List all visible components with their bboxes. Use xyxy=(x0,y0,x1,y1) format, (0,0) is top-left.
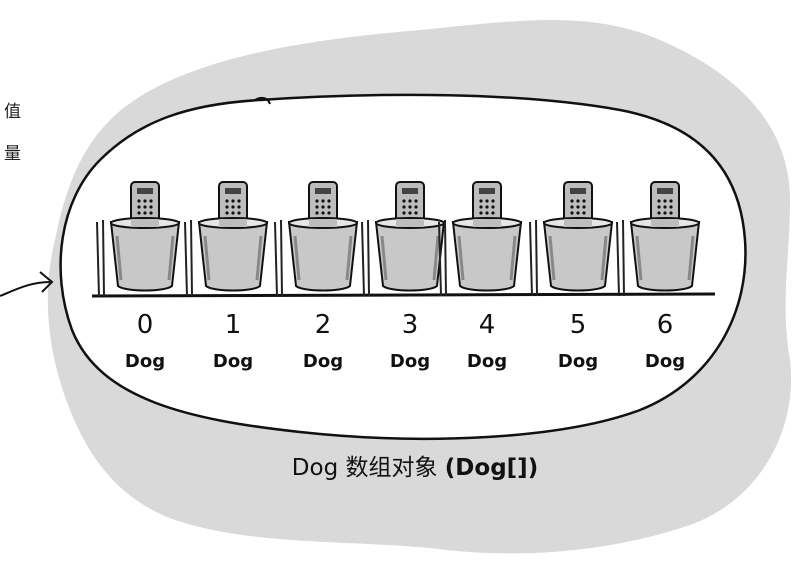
cup-icon xyxy=(109,221,181,292)
slot-divider xyxy=(361,219,370,297)
slot-index-label: 5 xyxy=(569,310,587,340)
cup-shading xyxy=(457,235,517,281)
remote-lower-part xyxy=(473,219,501,227)
cup-icon xyxy=(629,221,701,292)
slot-type-label: Dog xyxy=(644,351,686,372)
array-slot-6 xyxy=(616,181,701,297)
slot-type-label: Dog xyxy=(212,351,254,372)
slot-index-label: 0 xyxy=(136,310,154,340)
remote-lower-part xyxy=(219,219,247,227)
remote-lower-part xyxy=(309,219,337,227)
slot-type-label: Dog xyxy=(466,351,508,372)
oval-notch xyxy=(254,96,271,105)
diagram-caption: Dog 数组对象 (Dog[]) xyxy=(230,455,600,481)
cup-shading xyxy=(115,235,175,281)
cup-icon xyxy=(287,221,359,292)
caption-text: Dog 数组对象 xyxy=(291,455,445,481)
slot-type-label: Dog xyxy=(124,351,166,372)
slot-divider xyxy=(96,219,105,297)
remote-lower-part xyxy=(131,219,159,227)
slot-index-label: 1 xyxy=(224,310,242,340)
cup-icon xyxy=(542,221,614,292)
cup-icon xyxy=(197,221,269,292)
array-slot-0 xyxy=(96,181,181,297)
array-slot-2 xyxy=(274,181,359,297)
cup-shading xyxy=(293,235,353,281)
array-slot-5 xyxy=(529,181,614,297)
cup-icon xyxy=(374,221,446,292)
arrow-head xyxy=(39,271,54,293)
slot-divider xyxy=(184,219,193,297)
cup-shading xyxy=(380,235,440,281)
shelf-line xyxy=(91,292,716,298)
slot-divider xyxy=(616,219,625,297)
array-slot-4 xyxy=(438,181,523,297)
slot-type-label: Dog xyxy=(389,351,431,372)
slot-divider xyxy=(274,219,283,297)
slot-divider xyxy=(438,219,447,297)
array-slot-1 xyxy=(184,181,269,297)
array-slot-3 xyxy=(361,181,446,297)
remote-lower-part xyxy=(651,219,679,227)
cup-icon xyxy=(451,221,523,292)
slot-index-label: 6 xyxy=(656,310,674,340)
side-text-top: 值 xyxy=(4,102,21,122)
slot-index-label: 2 xyxy=(314,310,332,340)
caption-type: (Dog[]) xyxy=(444,455,539,481)
remote-lower-part xyxy=(396,219,424,227)
cup-shading xyxy=(203,235,263,281)
slot-index-label: 3 xyxy=(401,310,419,340)
cup-shading xyxy=(635,235,695,281)
slot-type-label: Dog xyxy=(302,351,344,372)
cup-shading xyxy=(548,235,608,281)
slot-divider xyxy=(529,219,538,297)
curved-arrow-icon xyxy=(0,281,51,297)
slot-type-label: Dog xyxy=(557,351,599,372)
remote-lower-part xyxy=(564,219,592,227)
slot-index-label: 4 xyxy=(478,310,496,340)
side-text-bottom: 量 xyxy=(4,144,21,164)
